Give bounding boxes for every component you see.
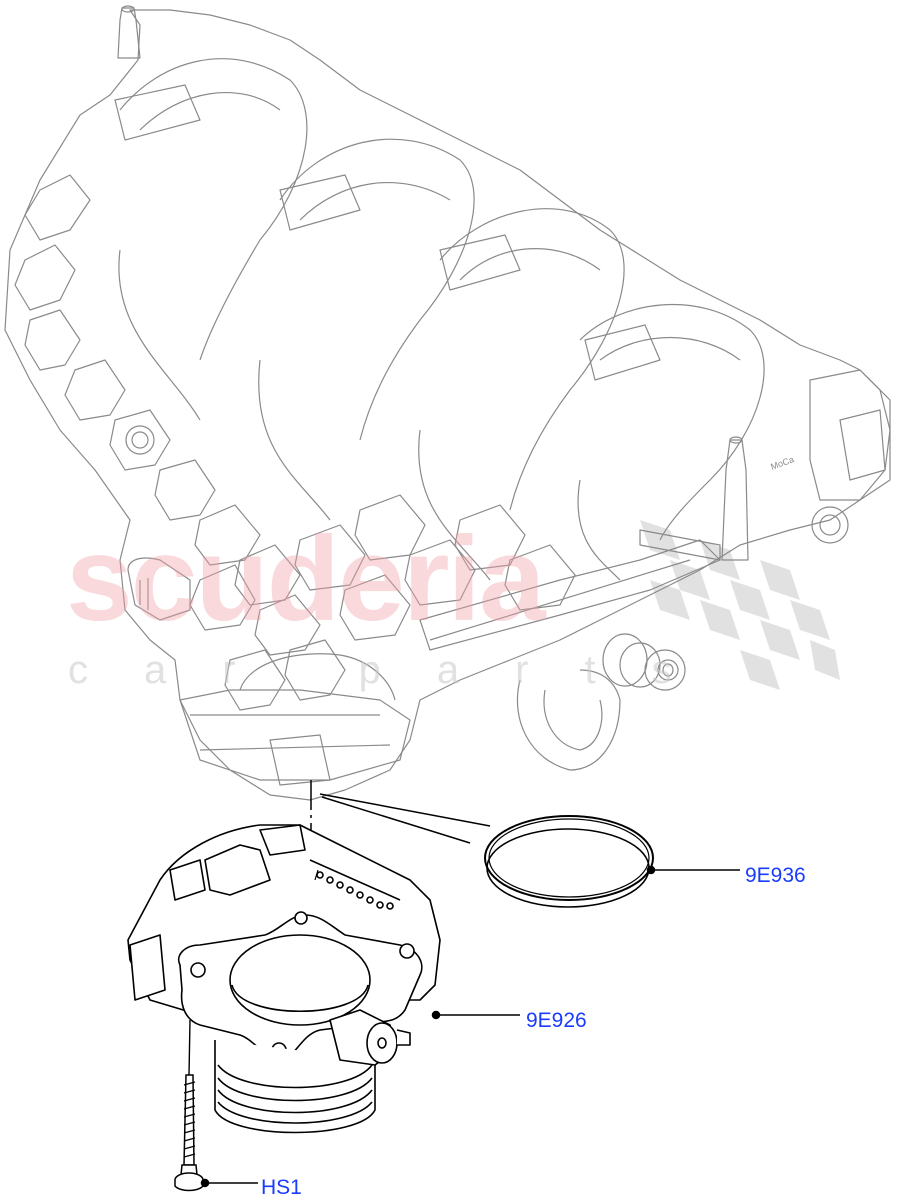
checker-flag-watermark — [640, 520, 840, 690]
callout-label-bolt[interactable]: HS1 — [261, 1176, 302, 1199]
intake-manifold-ghost: MoCa — [4, 5, 891, 801]
throttle-body-9e926[interactable] — [127, 824, 441, 1134]
watermark-main: scuderia — [66, 512, 547, 646]
watermark-sub: car parts — [68, 648, 728, 692]
callout-leaders — [200, 865, 740, 1188]
gasket-9e936[interactable] — [484, 815, 654, 908]
callout-label-throttle-body[interactable]: 9E926 — [526, 1009, 587, 1032]
callout-label-gasket[interactable]: 9E936 — [745, 864, 806, 887]
gasket-leader-lines — [319, 793, 491, 844]
bolt-hs1[interactable] — [174, 1019, 204, 1192]
svg-text:MoCa: MoCa — [769, 454, 795, 472]
